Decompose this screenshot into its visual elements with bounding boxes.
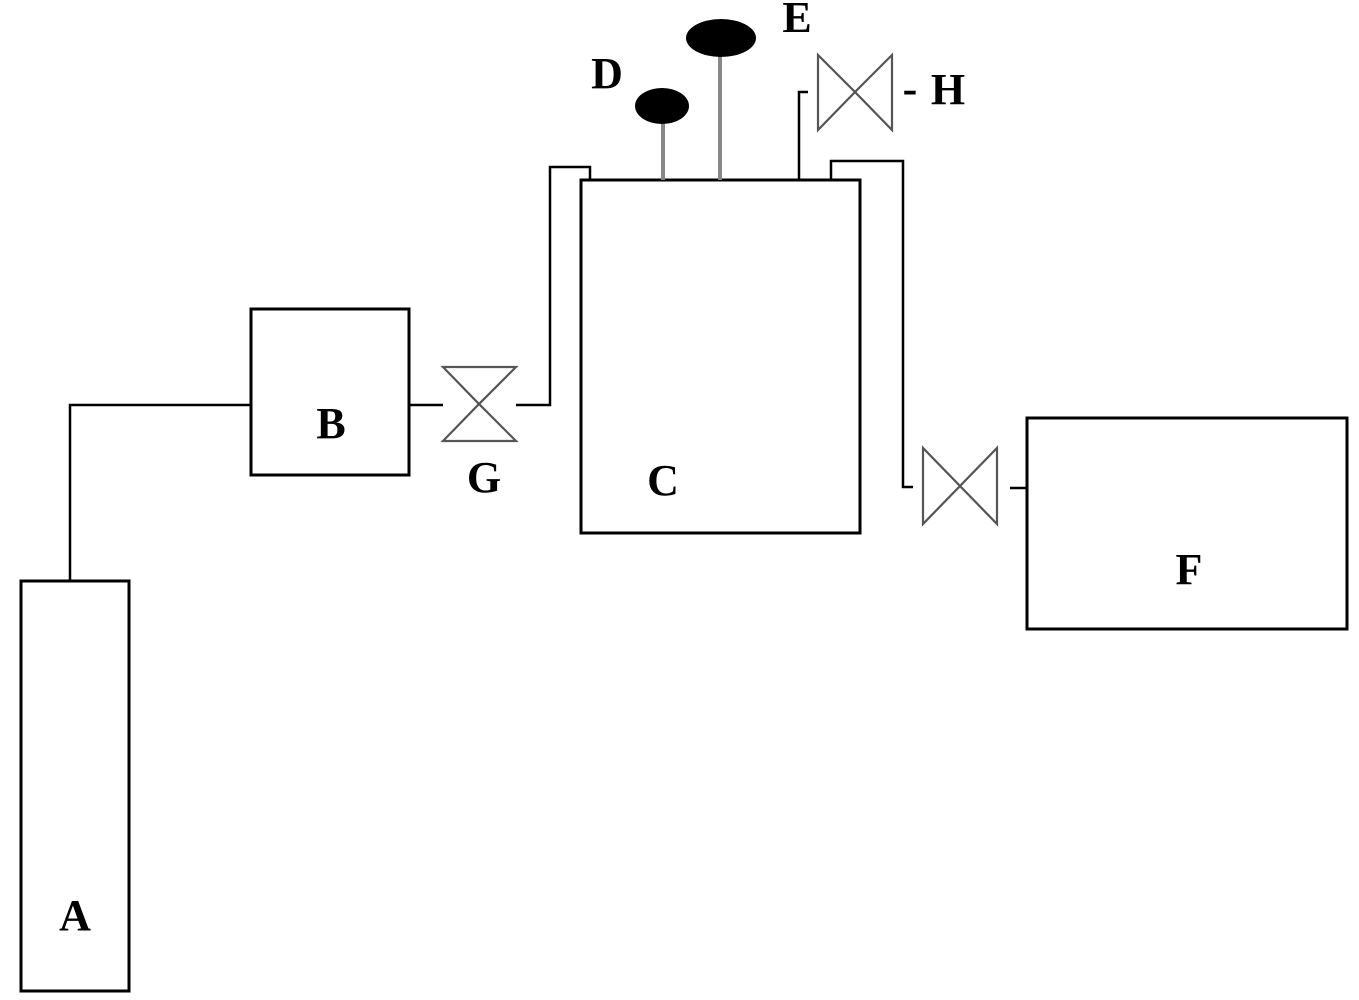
label-c: C [647, 456, 679, 505]
label-d: D [591, 49, 623, 98]
label-h: H [931, 65, 965, 114]
gauge-e-icon [686, 19, 756, 57]
label-g: G [467, 453, 501, 502]
vessel-c [579, 178, 862, 535]
pipe-g-to-vessel-c [516, 165, 592, 407]
label-f: F [1176, 545, 1203, 594]
unit-b [249, 307, 411, 477]
pipe-c-to-outlet-valve [829, 159, 913, 489]
gauge-d-icon [635, 88, 689, 124]
pipe-vent-h [797, 90, 808, 180]
label-e: E [782, 0, 811, 42]
outlet-valve-icon [921, 445, 999, 527]
label-a: A [59, 891, 91, 940]
cylinder-a [19, 579, 131, 993]
valve-g-icon [440, 365, 519, 443]
label-b: B [316, 399, 345, 448]
valve-h-icon [816, 52, 894, 133]
label-h-dash: - [903, 64, 918, 113]
unit-f [1025, 416, 1349, 631]
pipe-a-to-b [68, 403, 251, 581]
